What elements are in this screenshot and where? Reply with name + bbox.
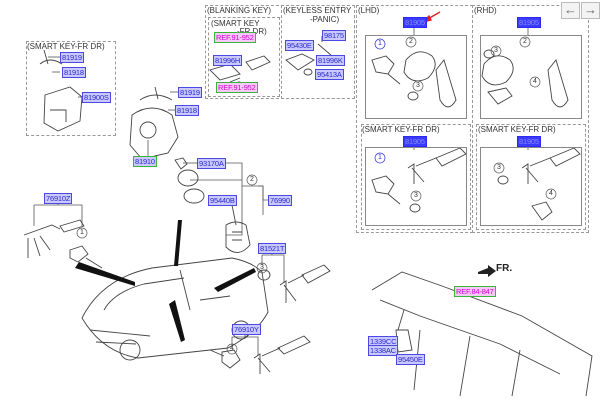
part-label-93170a[interactable]: 93170A bbox=[197, 158, 226, 169]
callout-number: 1 bbox=[378, 154, 382, 161]
callout-number: 4 bbox=[230, 345, 234, 352]
part-label-95430e[interactable]: 95430E bbox=[285, 40, 314, 51]
callout-number: 4 bbox=[533, 78, 537, 85]
group-smart-key-rhd bbox=[476, 124, 586, 230]
group-smart-key-lhd bbox=[361, 124, 471, 230]
kit-box-sk-rhd bbox=[480, 147, 582, 226]
part-label-81521t[interactable]: 81521T bbox=[258, 243, 287, 254]
caption-blanking-key: (BLANKING KEY) bbox=[207, 6, 272, 15]
part-label-98175[interactable]: 98175 bbox=[322, 30, 346, 41]
callout-number: 1 bbox=[80, 229, 84, 236]
ref-label-84-847[interactable]: REF.84-847 bbox=[454, 286, 496, 297]
kit-box-sk-lhd bbox=[365, 147, 467, 226]
group-keyless-entry bbox=[281, 5, 355, 99]
part-label-81996k[interactable]: 81996K bbox=[316, 55, 345, 66]
group-smart-key-inner bbox=[208, 17, 280, 97]
kit-box-rhd bbox=[480, 35, 582, 119]
part-label-95450e[interactable]: 95450E bbox=[396, 354, 425, 365]
callout-number: 2 bbox=[250, 176, 254, 183]
callout-number: 3 bbox=[260, 264, 264, 271]
part-label-81996h[interactable]: 81996H bbox=[213, 55, 243, 66]
part-label-81919[interactable]: 81919 bbox=[178, 87, 202, 98]
part-label-81910[interactable]: 81910 bbox=[133, 156, 157, 167]
caption-keyless-entry: (KEYLESS ENTRY bbox=[283, 6, 352, 15]
caption-lhd: (LHD) bbox=[358, 6, 380, 15]
caption-rhd: (RHD) bbox=[474, 6, 497, 15]
part-label-76910z[interactable]: 76910Z bbox=[44, 193, 73, 204]
caption-smart-key-inner-2: -FR DR) bbox=[237, 27, 267, 36]
arrow-left-icon: ← bbox=[564, 2, 577, 17]
callout-number: 3 bbox=[494, 47, 498, 54]
part-label-76910y[interactable]: 76910Y bbox=[232, 324, 261, 335]
callout-number: 3 bbox=[497, 164, 501, 171]
part-label-1338ac[interactable]: 1338AC bbox=[368, 345, 398, 356]
front-direction-label: FR. bbox=[496, 263, 513, 274]
part-label-95440b[interactable]: 95440B bbox=[208, 195, 237, 206]
callout-number: 4 bbox=[549, 190, 553, 197]
callout-number: 2 bbox=[523, 38, 527, 45]
prev-button[interactable]: ← bbox=[561, 2, 580, 19]
part-label-81905-lhd[interactable]: 81905 bbox=[403, 17, 427, 28]
part-label-81905-rhd[interactable]: 81905 bbox=[517, 17, 541, 28]
caption-smart-key-inner: (SMART KEY bbox=[211, 19, 260, 28]
group-rhd bbox=[472, 5, 589, 233]
part-label-81900s[interactable]: 81900S bbox=[82, 92, 111, 103]
part-label-81918[interactable]: 81918 bbox=[175, 105, 199, 116]
ref-label-91-952[interactable]: REF.91-952 bbox=[216, 82, 258, 93]
next-button[interactable]: → bbox=[581, 2, 600, 19]
part-label-76990[interactable]: 76990 bbox=[268, 195, 292, 206]
caption-keyless-entry-2: -PANIC) bbox=[310, 15, 340, 24]
callout-number: 3 bbox=[416, 82, 420, 89]
arrow-right-icon: → bbox=[584, 2, 597, 17]
callout-number: 2 bbox=[409, 38, 413, 45]
callout-number: 3 bbox=[414, 192, 418, 199]
ref-label-91-952[interactable]: REF.91-952 bbox=[214, 32, 256, 43]
group-smart-key-left bbox=[26, 41, 116, 136]
caption-smart-key-left: (SMART KEY-FR DR) bbox=[27, 42, 105, 51]
part-label-81905-sk-rhd[interactable]: 81905 bbox=[517, 136, 541, 147]
caption-smart-key-lhd: (SMART KEY-FR DR) bbox=[362, 125, 440, 134]
part-label-81919[interactable]: 81919 bbox=[60, 52, 84, 63]
part-label-81918[interactable]: 81918 bbox=[62, 67, 86, 78]
caption-smart-key-rhd: (SMART KEY-FR DR) bbox=[478, 125, 556, 134]
callout-number: 1 bbox=[378, 40, 382, 47]
kit-box-lhd bbox=[365, 35, 467, 119]
part-label-81905-sk-lhd[interactable]: 81905 bbox=[403, 136, 427, 147]
part-label-95413a[interactable]: 95413A bbox=[315, 69, 344, 80]
